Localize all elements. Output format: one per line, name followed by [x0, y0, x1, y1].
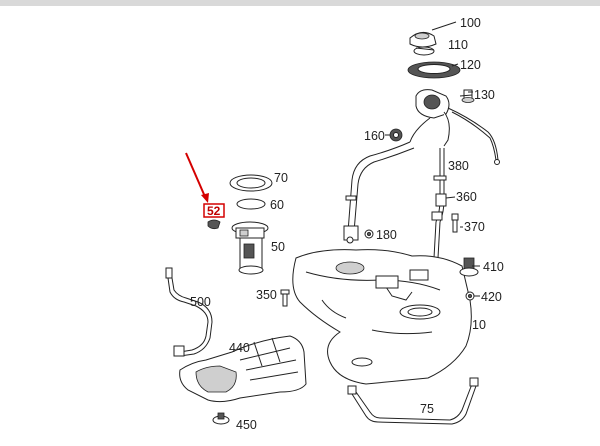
part-130-valve — [461, 89, 475, 103]
label-60: 60 — [270, 198, 284, 212]
part-75-strap — [347, 377, 479, 425]
part-labels: 100 110 120 130 160 380 360 370 180 70 6… — [190, 16, 504, 432]
part-450-clip — [212, 412, 230, 425]
label-130: 130 — [474, 88, 495, 102]
label-380: 380 — [448, 159, 469, 173]
part-110-seal-ring — [413, 46, 435, 56]
fill-tube — [343, 141, 415, 244]
part-60-o-ring — [236, 198, 266, 210]
label-180: 180 — [376, 228, 397, 242]
label-360: 360 — [456, 190, 477, 204]
leader-lines — [385, 94, 480, 297]
label-370: 370 — [464, 220, 485, 234]
part-410-sender — [459, 257, 479, 277]
part-440-heat-shield — [179, 335, 307, 403]
part-70-gasket — [229, 174, 273, 192]
label-440: 440 — [229, 341, 250, 355]
label-420: 420 — [481, 290, 502, 304]
label-50: 50 — [271, 240, 285, 254]
highlight-arrowhead — [201, 193, 209, 203]
part-160-grommet — [389, 128, 403, 142]
label-450: 450 — [236, 418, 257, 432]
top-bar — [0, 0, 600, 6]
part-370-bolt — [451, 213, 459, 233]
part-350-bolt — [280, 289, 290, 307]
label-410: 410 — [483, 260, 504, 274]
part-180-clip — [364, 229, 374, 239]
filler-neck-assembly — [409, 89, 500, 165]
label-75: 75 — [420, 402, 434, 416]
highlighted-label-52: 52 — [207, 204, 221, 218]
highlight-arrow — [185, 152, 207, 200]
label-120: 120 — [460, 58, 481, 72]
part-420-nut — [465, 291, 475, 301]
label-70: 70 — [274, 171, 288, 185]
part-500-fuel-line — [165, 267, 213, 357]
label-110: 110 — [448, 38, 468, 52]
vent-line — [431, 148, 447, 259]
label-10: 10 — [472, 318, 486, 332]
highlight-box — [203, 203, 225, 218]
part-50-fuel-pump — [231, 221, 269, 275]
part-100-fuel-cap — [409, 21, 457, 48]
label-160: 160 — [364, 129, 385, 143]
part-120-lock-ring — [407, 61, 461, 79]
label-100: 100 — [460, 16, 481, 30]
label-500: 500 — [190, 295, 211, 309]
part-52-clip — [207, 219, 221, 230]
part-10-fuel-tank — [292, 249, 472, 385]
label-350: 350 — [256, 288, 277, 302]
